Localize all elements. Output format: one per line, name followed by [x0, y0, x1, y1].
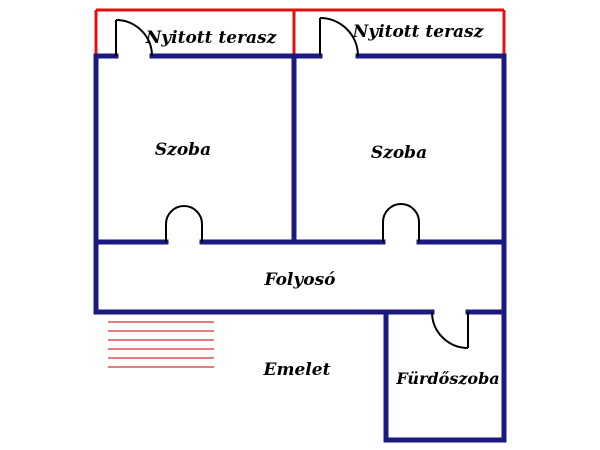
door-bathroom — [431, 311, 469, 349]
terrace-railing — [94, 8, 506, 56]
walls — [93, 53, 507, 443]
room-right-label: Szoba — [371, 143, 427, 163]
bathroom-label: Fürdőszoba — [395, 369, 499, 388]
door-room-left — [165, 205, 203, 242]
terrace-left-label: Nyitott terasz — [145, 28, 277, 48]
terrace-right-label: Nyitott terasz — [352, 22, 484, 42]
stairs — [108, 321, 214, 368]
corridor-label: Folyosó — [263, 270, 335, 290]
door-terrace-right — [319, 17, 359, 57]
floor-label: Emelet — [263, 360, 331, 380]
door-room-right — [382, 203, 420, 242]
door-terrace-left — [115, 19, 153, 57]
room-left-label: Szoba — [155, 140, 211, 160]
